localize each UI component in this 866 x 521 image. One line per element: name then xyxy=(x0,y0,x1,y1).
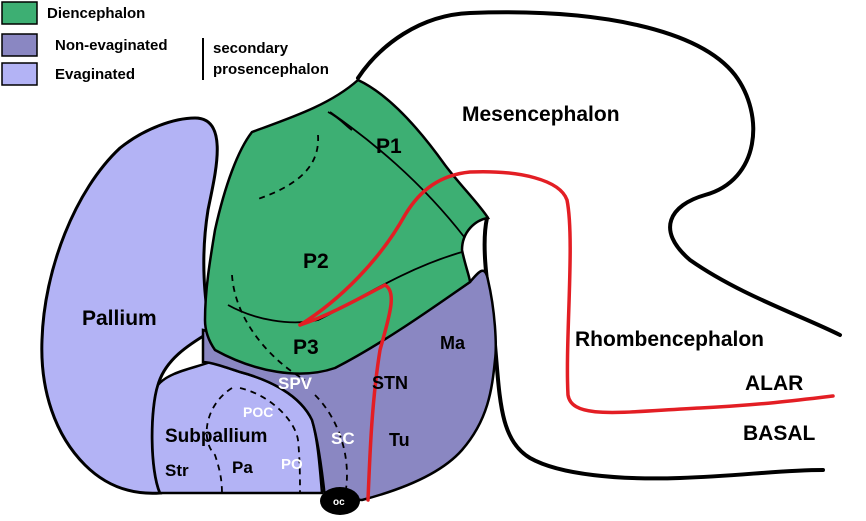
label-pallium: Pallium xyxy=(82,307,157,330)
p1-upper-boundary xyxy=(327,111,353,131)
legend-group-label-line1: secondary xyxy=(213,40,289,57)
label-stn: STN xyxy=(372,373,408,393)
p1-p2-boundary xyxy=(329,111,466,239)
pa-dashed-boundary xyxy=(205,387,233,495)
label-sc: SC xyxy=(331,429,355,448)
legend-swatch-diencephalon xyxy=(1,1,38,25)
legend: Diencephalon Non-evaginated Evaginated s… xyxy=(1,1,329,86)
label-po: PO xyxy=(281,456,303,473)
legend-label-evaginated: Evaginated xyxy=(55,66,135,83)
label-rhombencephalon: Rhombencephalon xyxy=(575,328,764,351)
label-alar: ALAR xyxy=(745,372,803,395)
legend-swatch-evaginated xyxy=(1,62,38,86)
label-p3: P3 xyxy=(293,336,319,359)
alar-basal-boundary-line xyxy=(298,170,835,415)
label-oc: oc xyxy=(333,497,345,508)
label-basal: BASAL xyxy=(743,422,816,445)
label-tu: Tu xyxy=(389,430,410,450)
label-spv: SPV xyxy=(278,374,313,393)
label-p2: P2 xyxy=(303,250,329,273)
legend-label-diencephalon: Diencephalon xyxy=(47,5,145,22)
label-pa: Pa xyxy=(232,458,253,477)
sc-dashed-boundary xyxy=(314,394,348,496)
label-p1: P1 xyxy=(376,135,402,158)
pallium-region xyxy=(40,116,219,495)
label-subpallium: Subpallium xyxy=(165,426,267,447)
label-ma: Ma xyxy=(440,333,466,353)
diencephalon-region xyxy=(203,78,491,375)
label-str: Str xyxy=(165,461,189,480)
legend-group-label-line2: prosencephalon xyxy=(213,61,329,78)
p3-dashed-boundary xyxy=(231,274,306,381)
label-poc: POC xyxy=(243,404,273,420)
alar-basal-boundary-branch xyxy=(298,283,394,502)
label-mesencephalon: Mesencephalon xyxy=(462,103,620,126)
optic-chiasm xyxy=(320,487,360,515)
poc-dashed-boundary xyxy=(239,387,301,495)
legend-swatch-non-evaginated xyxy=(1,33,38,57)
legend-label-non-evaginated: Non-evaginated xyxy=(55,37,168,54)
